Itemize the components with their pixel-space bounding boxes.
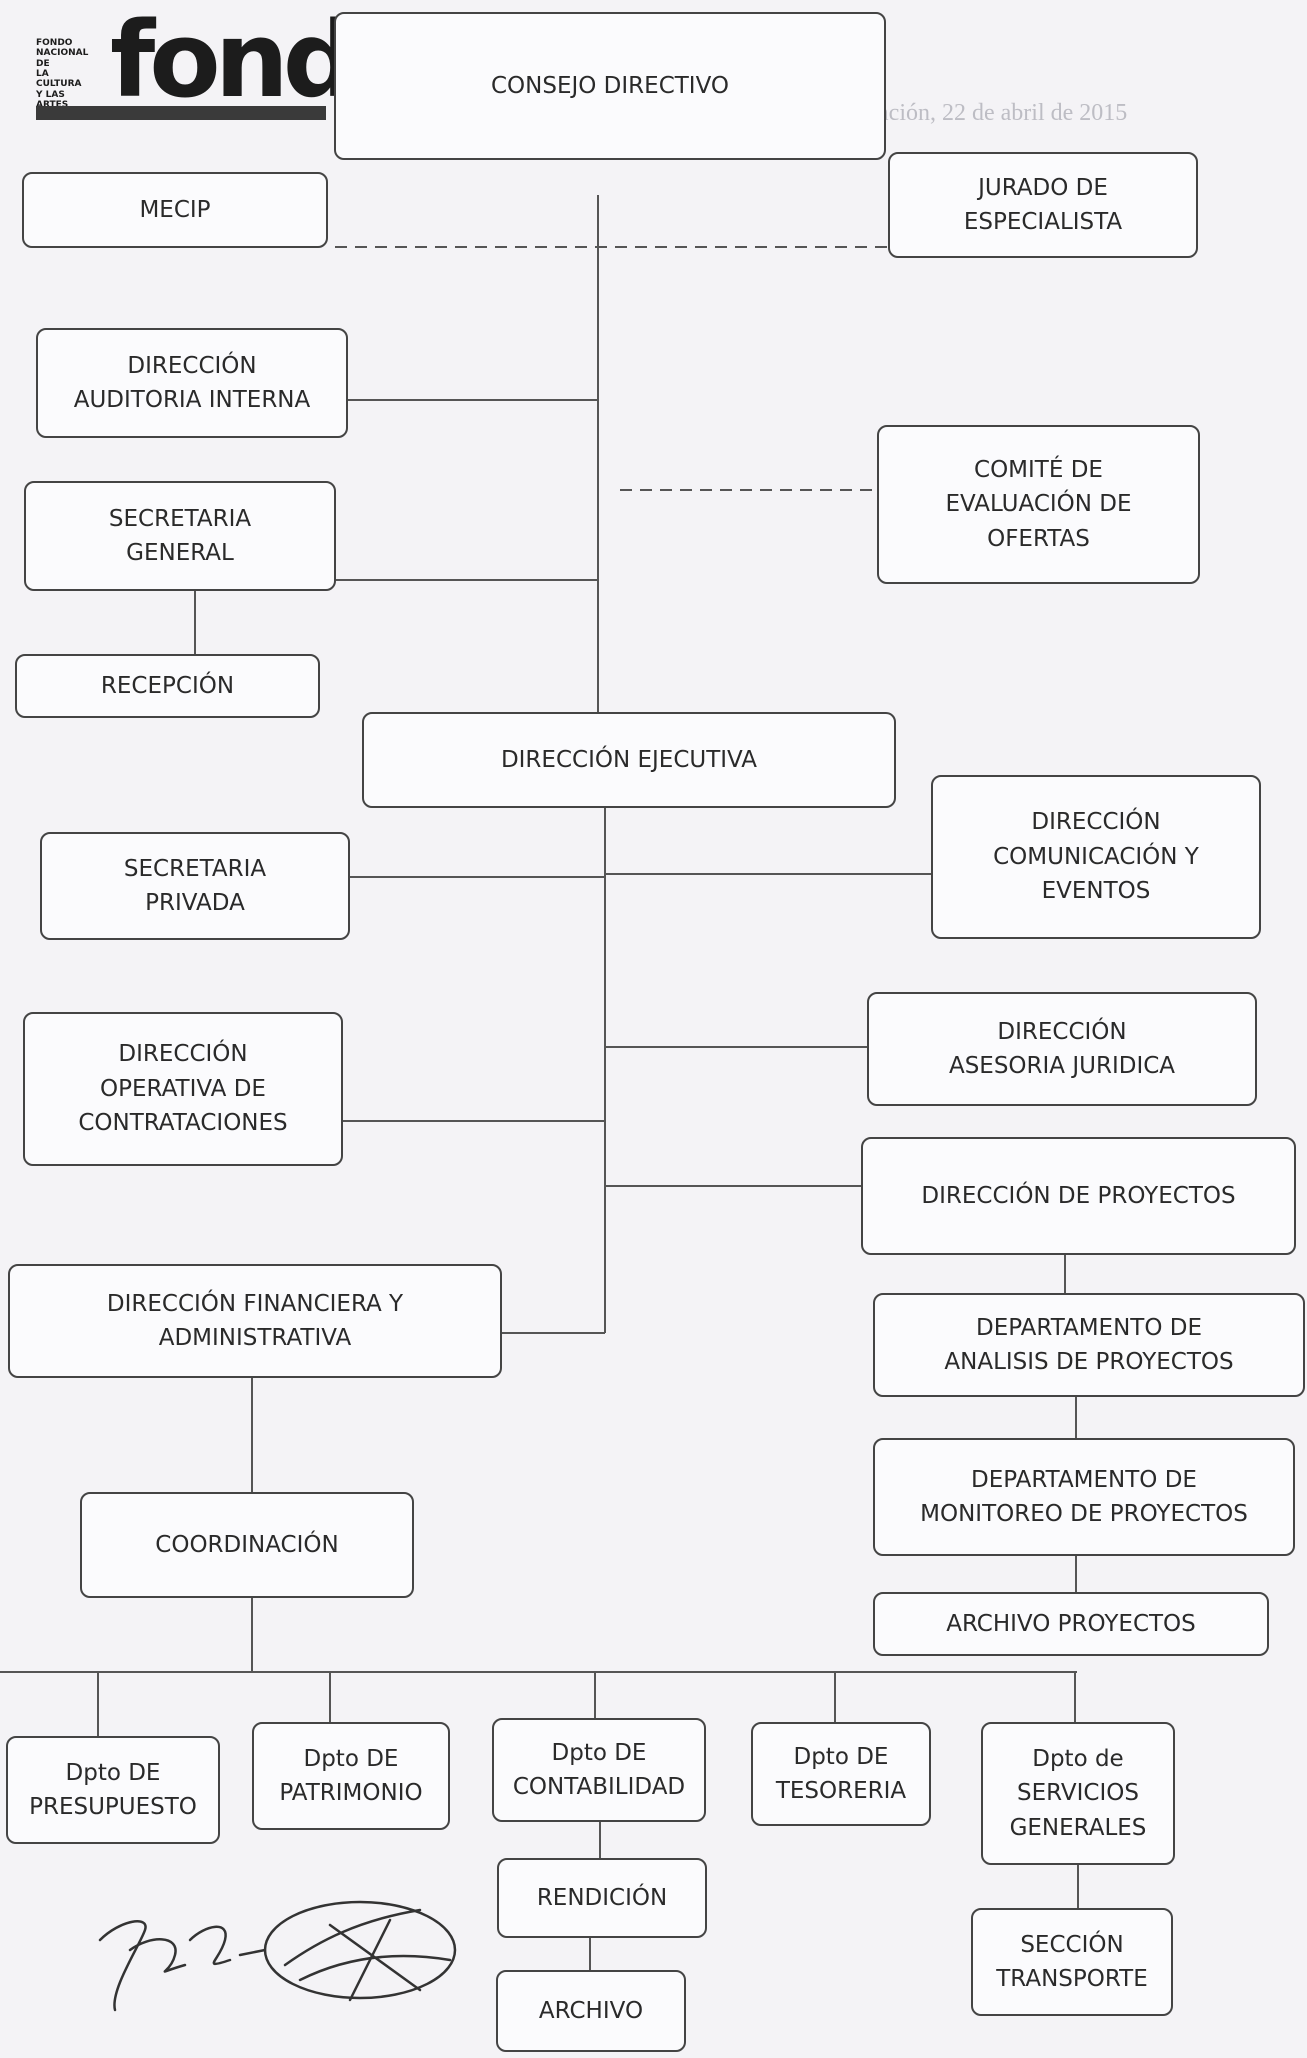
node-servicios-generales: Dpto de SERVICIOS GENERALES <box>981 1722 1175 1865</box>
node-consejo-directivo: CONSEJO DIRECTIVO <box>334 12 886 160</box>
node-financiera: DIRECCIÓN FINANCIERA Y ADMINISTRATIVA <box>8 1264 502 1378</box>
signature-mark <box>98 1900 457 2012</box>
node-rendicion: RENDICIÓN <box>497 1858 707 1938</box>
node-jurado: JURADO DE ESPECIALISTA <box>888 152 1198 258</box>
node-mecip: MECIP <box>22 172 328 248</box>
node-comite: COMITÉ DE EVALUACIÓN DE OFERTAS <box>877 425 1200 584</box>
node-archivo-proyectos: ARCHIVO PROYECTOS <box>873 1592 1269 1656</box>
logo-subtitle: FONDO NACIONAL DE LA CULTURA Y LAS ARTES <box>36 38 89 110</box>
node-tesoreria: Dpto DE TESORERIA <box>751 1722 931 1826</box>
node-asesoria-juridica: DIRECCIÓN ASESORIA JURIDICA <box>867 992 1257 1106</box>
node-contabilidad: Dpto DE CONTABILIDAD <box>492 1718 706 1822</box>
node-operativa: DIRECCIÓN OPERATIVA DE CONTRATACIONES <box>23 1012 343 1166</box>
node-direccion-ejecutiva: DIRECCIÓN EJECUTIVA <box>362 712 896 808</box>
node-patrimonio: Dpto DE PATRIMONIO <box>252 1722 450 1830</box>
node-comunicacion: DIRECCIÓN COMUNICACIÓN Y EVENTOS <box>931 775 1261 939</box>
node-direccion-proyectos: DIRECCIÓN DE PROYECTOS <box>861 1137 1296 1255</box>
node-analisis-proyectos: DEPARTAMENTO DE ANALISIS DE PROYECTOS <box>873 1293 1305 1397</box>
fondec-logo: FONDO NACIONAL DE LA CULTURA Y LAS ARTES… <box>36 2 477 130</box>
node-monitoreo-proyectos: DEPARTAMENTO DE MONITOREO DE PROYECTOS <box>873 1438 1295 1556</box>
node-coordinacion: COORDINACIÓN <box>80 1492 414 1598</box>
node-recepcion: RECEPCIÓN <box>15 654 320 718</box>
node-secretaria-general: SECRETARIA GENERAL <box>24 481 336 591</box>
background-text-date: Asunción, 22 de abril de 2015 <box>838 100 1128 126</box>
node-seccion-transporte: SECCIÓN TRANSPORTE <box>971 1908 1173 2016</box>
node-secretaria-privada: SECRETARIA PRIVADA <box>40 832 350 940</box>
node-auditoria: DIRECCIÓN AUDITORIA INTERNA <box>36 328 348 438</box>
node-presupuesto: Dpto DE PRESUPUESTO <box>6 1736 220 1844</box>
logo-underline <box>36 106 326 120</box>
node-archivo: ARCHIVO <box>496 1970 686 2052</box>
